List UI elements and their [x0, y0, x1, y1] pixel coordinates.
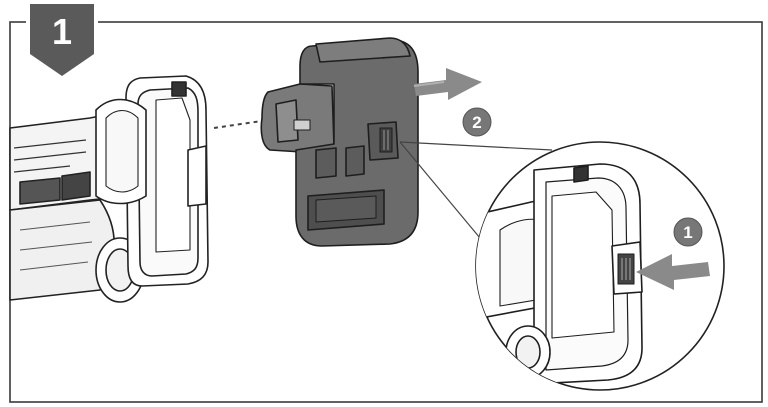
- pull-arrow: [413, 68, 482, 100]
- battery-pack: [260, 37, 419, 247]
- callout-2: 2: [462, 107, 492, 137]
- callout-1-number: 1: [683, 223, 692, 242]
- step-badge-shape: [30, 4, 94, 76]
- step-number: 1: [52, 11, 72, 52]
- magnifier-circle: 1: [475, 141, 725, 391]
- step-badge: 1: [26, 0, 98, 76]
- tool-body: [9, 75, 209, 303]
- callout-2-number: 2: [472, 113, 481, 132]
- callout-1: 1: [673, 217, 703, 247]
- leader-line-bottom: [399, 141, 491, 251]
- push-arrow: [636, 254, 710, 290]
- leader-line-top: [399, 141, 553, 151]
